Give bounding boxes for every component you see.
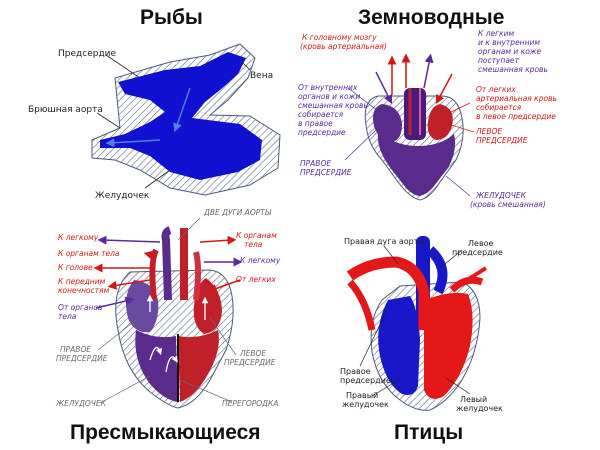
fish-heart-blood	[100, 52, 262, 180]
amph-label-from-organs-6: предсердие	[298, 128, 346, 137]
amph-label-from-lungs-1: От легких	[476, 85, 516, 94]
amph-label-from-organs-4: собирается	[298, 110, 344, 119]
rep-label-head: К голове	[58, 263, 93, 272]
rep-label-septum: ПЕРЕГОРОДКА	[222, 399, 278, 408]
fish-label-vein: Вена	[250, 71, 273, 81]
bird-label-right-ventricle-2: желудочек	[342, 400, 389, 409]
rep-arrow-organs-l	[143, 250, 157, 260]
bird-heart	[346, 236, 488, 411]
amph-label-from-lungs-4: в левое предсердие	[476, 112, 556, 121]
rep-label-left-atrium-2: ПРЕДСЕРДИЕ	[224, 358, 276, 367]
amphibian-heart	[344, 53, 475, 201]
fish-label-ventricle: Желудочек	[95, 191, 150, 201]
fish-label-atrium: Предсердие	[58, 49, 117, 59]
rep-label-limbs-1: К передним	[58, 277, 106, 286]
reptile-ventricle-right	[178, 330, 219, 402]
reptile-ventricle-left	[135, 330, 178, 402]
rep-label-two-arches: ДВЕ ДУГИ АОРТЫ	[203, 208, 272, 217]
amphibian-conus	[404, 88, 426, 140]
amphibian-left-atrium	[427, 104, 453, 140]
fish-label-aorta: Брюшная аорта	[28, 105, 103, 115]
amph-label-lungs-4: поступает	[478, 56, 520, 65]
rep-arrow-from-organs	[95, 296, 135, 309]
amph-label-left-atrium-1: ЛЕВОЕ	[475, 127, 502, 136]
rep-label-organs-r-2: тела	[244, 240, 263, 249]
amph-label-lungs-2: и к внутренним	[478, 38, 540, 47]
title-reptiles: Пресмыкающиеся	[70, 421, 261, 444]
amphibian-arrow-in-left	[435, 73, 453, 104]
amphibian-ventricle	[377, 132, 456, 196]
amph-label-from-organs-1: От внутренних	[298, 83, 358, 92]
bird-label-right-atrium-1: Правое	[340, 367, 371, 376]
rep-label-from-organs-1: От органов	[58, 303, 102, 312]
amph-label-brain-2: (кровь артериальная)	[300, 42, 387, 51]
bird-label-left-atrium-2: предсердие	[452, 248, 503, 257]
title-amphibians: Земноводные	[358, 6, 505, 29]
fish-heart	[91, 43, 281, 196]
fish-flow-arrow-1	[173, 87, 191, 133]
title-birds: Птицы	[394, 421, 464, 444]
rep-label-left-atrium-1: ЛЕВОЕ	[239, 349, 266, 358]
bird-label-left-atrium-1: Левое	[468, 239, 494, 248]
rep-label-ventricle: ЖЕЛУДОЧЕК	[55, 399, 107, 408]
amph-label-ventricle-1: ЖЕЛУДОЧЕК	[475, 191, 527, 200]
rep-label-limbs-2: конечностям	[58, 286, 110, 295]
amph-label-from-organs-5: в правое	[298, 119, 333, 128]
rep-arrow-limbs	[107, 279, 151, 290]
rep-label-lung-r: К легкому	[240, 256, 281, 265]
title-fish: Рыбы	[140, 6, 203, 29]
amphibian-arrow-lungs	[423, 53, 434, 89]
rep-arrow-lung-l	[97, 235, 161, 245]
rep-arrow-organs-r	[199, 235, 237, 245]
bird-label-right-atrium-2: предсердие	[340, 376, 391, 385]
amphibian-arrow-in-right	[375, 71, 393, 105]
amph-label-ventricle-2: (кровь смешанная)	[470, 200, 546, 209]
amph-label-lungs-3: органам и коже	[478, 47, 542, 56]
rep-label-from-organs-2: тела	[58, 312, 77, 321]
amph-label-from-organs-3: смешанная кровь	[298, 101, 368, 110]
bird-label-right-ventricle-1: Правый	[346, 391, 378, 400]
amph-label-from-lungs-2: артериальная кровь	[476, 94, 557, 103]
amphibian-right-atrium	[373, 104, 402, 142]
rep-label-lung-l: К легкому	[58, 233, 99, 242]
amph-label-left-atrium-2: ПРЕДСЕРДИЕ	[476, 136, 528, 145]
rep-label-organs-r-1: К органам	[236, 231, 277, 240]
bird-left-side	[424, 292, 473, 399]
rep-label-right-atrium-2: ПРЕДСЕРДИЕ	[56, 354, 108, 363]
rep-label-organs-l: К органам тела	[58, 249, 120, 258]
rep-label-from-lungs: От легких	[236, 275, 276, 284]
amph-label-right-atrium-1: ПРАВОЕ	[300, 159, 331, 168]
amph-label-from-organs-2: органов и кожи	[298, 92, 360, 101]
rep-arrow-from-lungs	[207, 279, 241, 293]
bird-label-left-ventricle-1: Левый	[460, 395, 487, 404]
bird-label-left-ventricle-2: желудочек	[456, 404, 503, 413]
rep-label-right-atrium-1: ПРАВОЕ	[60, 345, 91, 354]
amph-label-lungs-1: К легким	[478, 29, 514, 38]
amph-label-from-lungs-3: собирается	[476, 103, 522, 112]
amph-label-lungs-5: смешанная кровь	[478, 65, 548, 74]
fish-flow-arrow-2	[105, 138, 161, 148]
amph-label-brain-1: К головному мозгу	[302, 33, 377, 42]
amph-label-right-atrium-2: ПРЕДСЕРДИЕ	[300, 168, 352, 177]
bird-label-right-arch: Правая дуга аорты	[344, 237, 425, 246]
reptile-right-atrium	[126, 280, 159, 333]
bird-right-side	[378, 296, 420, 395]
reptile-heart	[93, 217, 243, 409]
